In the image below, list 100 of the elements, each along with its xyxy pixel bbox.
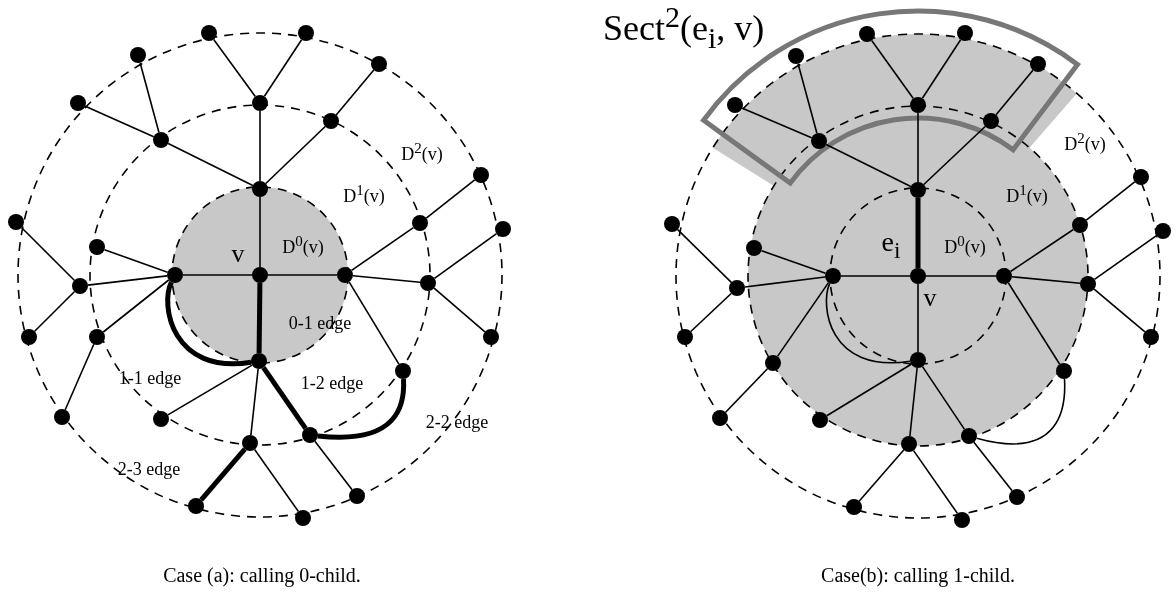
dot bbox=[130, 47, 146, 63]
region-label: D$^{2}$(v) bbox=[401, 141, 443, 163]
thick-edge-line bbox=[199, 447, 247, 502]
dot bbox=[298, 25, 314, 41]
edge-line bbox=[676, 228, 733, 284]
dot bbox=[1009, 489, 1025, 505]
edge-line bbox=[20, 226, 76, 282]
dot bbox=[483, 329, 499, 345]
dot bbox=[859, 26, 875, 42]
edge-line bbox=[690, 292, 732, 333]
edge-line bbox=[1085, 181, 1136, 221]
dot bbox=[712, 410, 728, 426]
dot bbox=[812, 412, 828, 428]
edge-line bbox=[921, 365, 966, 431]
dot bbox=[21, 329, 37, 345]
dot bbox=[167, 267, 183, 283]
edge-line bbox=[139, 61, 160, 134]
edge-line bbox=[314, 440, 353, 491]
edge-line bbox=[840, 275, 911, 277]
dot bbox=[252, 95, 268, 111]
thick-edge-line bbox=[261, 366, 308, 430]
dot bbox=[89, 329, 105, 345]
dot bbox=[201, 25, 217, 41]
edge-line bbox=[760, 249, 827, 275]
edge-line bbox=[84, 105, 155, 138]
dot bbox=[473, 167, 489, 183]
edge-line bbox=[797, 62, 818, 135]
dot bbox=[1056, 363, 1072, 379]
dot bbox=[846, 499, 862, 515]
dot bbox=[495, 221, 511, 237]
edge-line bbox=[167, 364, 253, 416]
thick-edge-line bbox=[915, 198, 921, 268]
dot bbox=[70, 95, 86, 111]
dot bbox=[252, 181, 268, 197]
edge-line bbox=[1093, 234, 1158, 281]
dot bbox=[788, 48, 804, 64]
edge-label: 0-1 edge bbox=[288, 314, 352, 332]
edge-line bbox=[250, 368, 259, 436]
edge-line bbox=[433, 232, 498, 280]
dot bbox=[8, 214, 24, 230]
region-label: D$^{0}$(v) bbox=[282, 234, 324, 256]
edge-line bbox=[182, 274, 253, 276]
dot bbox=[323, 113, 339, 129]
caption: Case (a): calling 0-child. bbox=[163, 565, 361, 585]
edge-line bbox=[870, 39, 915, 100]
edge-line bbox=[433, 287, 486, 333]
thick-edge-line bbox=[256, 282, 263, 354]
dot bbox=[729, 280, 745, 296]
edge-line bbox=[33, 290, 76, 333]
dot bbox=[242, 435, 258, 451]
edge-line bbox=[826, 363, 912, 417]
edge-line bbox=[973, 441, 1013, 492]
edge-line bbox=[917, 283, 919, 353]
dot bbox=[420, 275, 436, 291]
dot bbox=[188, 498, 204, 514]
edge-line bbox=[825, 143, 912, 188]
edge-line bbox=[1011, 276, 1081, 284]
dot bbox=[54, 409, 70, 425]
edge-line bbox=[259, 196, 261, 268]
edge-line bbox=[776, 281, 830, 358]
region-label: D$^{1}$(v) bbox=[1006, 183, 1048, 205]
dot bbox=[746, 240, 762, 256]
edge-line bbox=[212, 38, 257, 98]
edge-label: e$_{i}$ bbox=[881, 228, 901, 262]
region-label: D$^{2}$(v) bbox=[1064, 131, 1106, 153]
edge-line bbox=[102, 279, 170, 333]
dot bbox=[153, 132, 169, 148]
edge-line bbox=[1093, 288, 1146, 333]
region-label: D$^{1}$(v) bbox=[343, 183, 385, 205]
dot bbox=[302, 427, 318, 443]
edge-line bbox=[912, 449, 959, 515]
edge-line bbox=[921, 38, 962, 100]
dot bbox=[727, 97, 743, 113]
dot bbox=[1133, 169, 1149, 185]
edge-label: 1-2 edge bbox=[300, 374, 364, 392]
edge-line bbox=[741, 107, 813, 139]
edge-line bbox=[350, 226, 415, 272]
edge-line bbox=[825, 282, 911, 364]
region-label: D$^{0}$(v) bbox=[944, 234, 986, 256]
dot bbox=[765, 355, 781, 371]
dot bbox=[72, 278, 88, 294]
edge-line bbox=[858, 449, 905, 502]
dot bbox=[961, 428, 977, 444]
edge-line bbox=[909, 367, 918, 437]
edge-line bbox=[425, 179, 476, 219]
dot bbox=[371, 56, 387, 72]
dot bbox=[89, 239, 105, 255]
vertex-label: v bbox=[923, 285, 937, 311]
dot bbox=[677, 329, 693, 345]
edge-line bbox=[923, 125, 986, 186]
edge-label: 1-1 edge bbox=[118, 369, 182, 387]
thick-edge-line bbox=[317, 378, 407, 440]
dot bbox=[395, 363, 411, 379]
dot bbox=[957, 25, 973, 41]
edge-line bbox=[1009, 228, 1075, 273]
dot bbox=[1143, 329, 1159, 345]
edge-line bbox=[724, 368, 769, 413]
dot bbox=[901, 436, 917, 452]
edge-line bbox=[352, 275, 421, 283]
edge-line bbox=[87, 275, 168, 286]
